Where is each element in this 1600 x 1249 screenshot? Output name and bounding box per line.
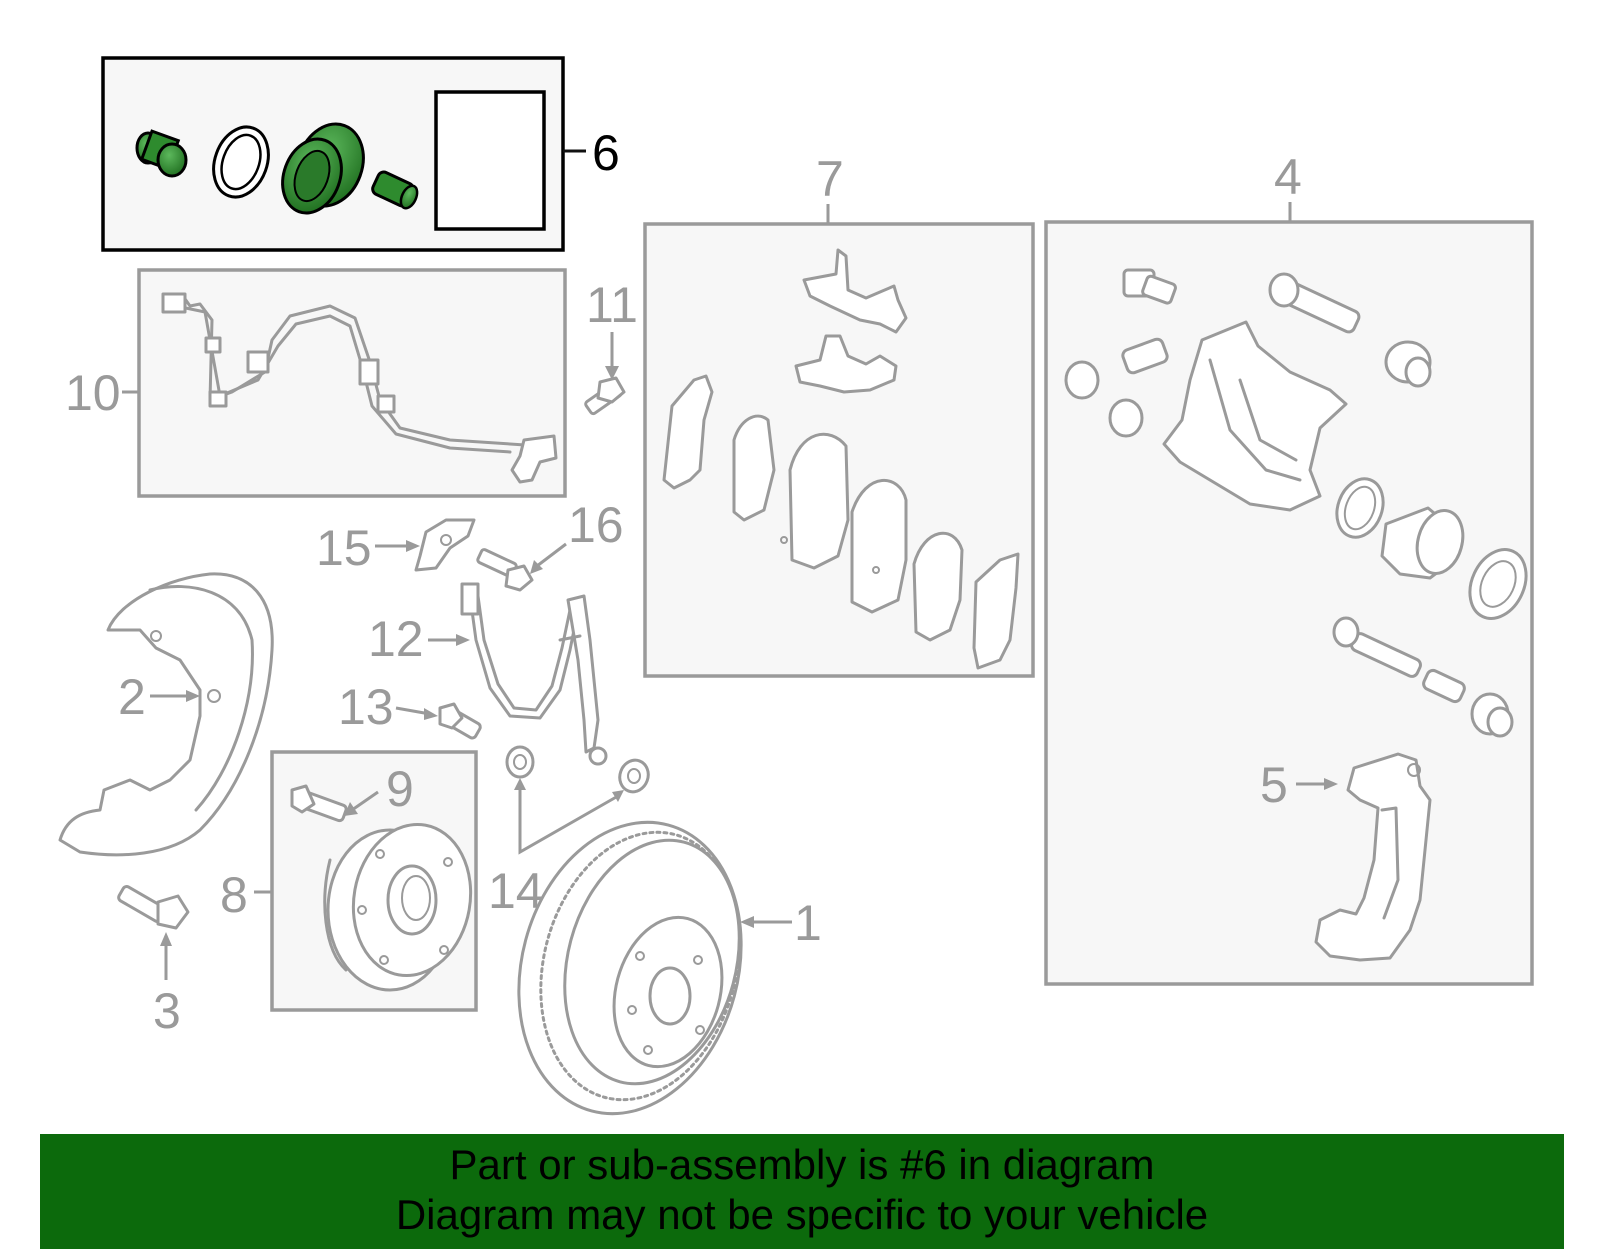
kit-boot: [135, 129, 188, 178]
part-8-hub-bearing[interactable]: 8: [220, 750, 482, 1012]
sensor-connector: [161, 292, 187, 314]
callout-14: 14: [488, 863, 544, 919]
banner-line-1: Part or sub-assembly is #6 in diagram: [449, 1141, 1155, 1188]
callout-16: 16: [568, 497, 624, 553]
callout-12: 12: [368, 611, 424, 667]
part-12-brake-hose[interactable]: 12: [368, 582, 608, 766]
part-1-brake-rotor[interactable]: 1: [487, 797, 822, 1139]
callout-11: 11: [586, 277, 638, 333]
callout-3: 3: [153, 983, 181, 1039]
caliper-bleeder: [1122, 268, 1177, 305]
callout-15: 15: [316, 520, 372, 576]
part-13-union-bolt[interactable]: 13: [338, 679, 482, 740]
part-10-abs-sensor[interactable]: 10: [65, 268, 567, 498]
part-16-bracket-bolt[interactable]: 16: [476, 497, 624, 592]
kit-grease-packet: [434, 90, 546, 231]
callout-7: 7: [816, 151, 844, 207]
callout-13: 13: [338, 679, 394, 735]
part-14-gaskets[interactable]: 14: [488, 745, 653, 919]
kit-pin: [371, 170, 419, 210]
kit-piston-seal: [281, 122, 365, 215]
banner-line-2: Diagram may not be specific to your vehi…: [395, 1191, 1209, 1238]
callout-1: 1: [794, 895, 822, 951]
callout-9: 9: [386, 761, 414, 817]
part-3-shield-bolt[interactable]: 3: [117, 885, 190, 1039]
sensor-head: [510, 434, 558, 484]
part-15-hose-bracket[interactable]: 15: [316, 518, 476, 576]
part-4-caliper-assembly[interactable]: 4: [1044, 149, 1537, 986]
callout-2: 2: [118, 669, 146, 725]
part-11-sensor-bolt[interactable]: 11: [584, 277, 638, 416]
part-9-hub-bolt[interactable]: 9: [290, 761, 414, 823]
callout-5: 5: [1260, 757, 1288, 813]
kit-o-ring: [212, 125, 270, 199]
part-6-seal-kit[interactable]: 6: [101, 56, 620, 252]
callout-4: 4: [1274, 149, 1302, 205]
sensor-10-box: [137, 268, 567, 498]
info-banner: Part or sub-assembly is #6 in diagram Di…: [40, 1134, 1564, 1249]
callout-6: 6: [592, 125, 620, 181]
part-7-pad-kit[interactable]: 7: [643, 151, 1035, 678]
part-5-caliper-bracket[interactable]: 5: [1260, 752, 1432, 962]
caliper-4-box: [1044, 220, 1534, 986]
callout-10: 10: [65, 365, 121, 421]
part-2-dust-shield[interactable]: 2: [58, 572, 274, 857]
callout-8: 8: [220, 867, 248, 923]
